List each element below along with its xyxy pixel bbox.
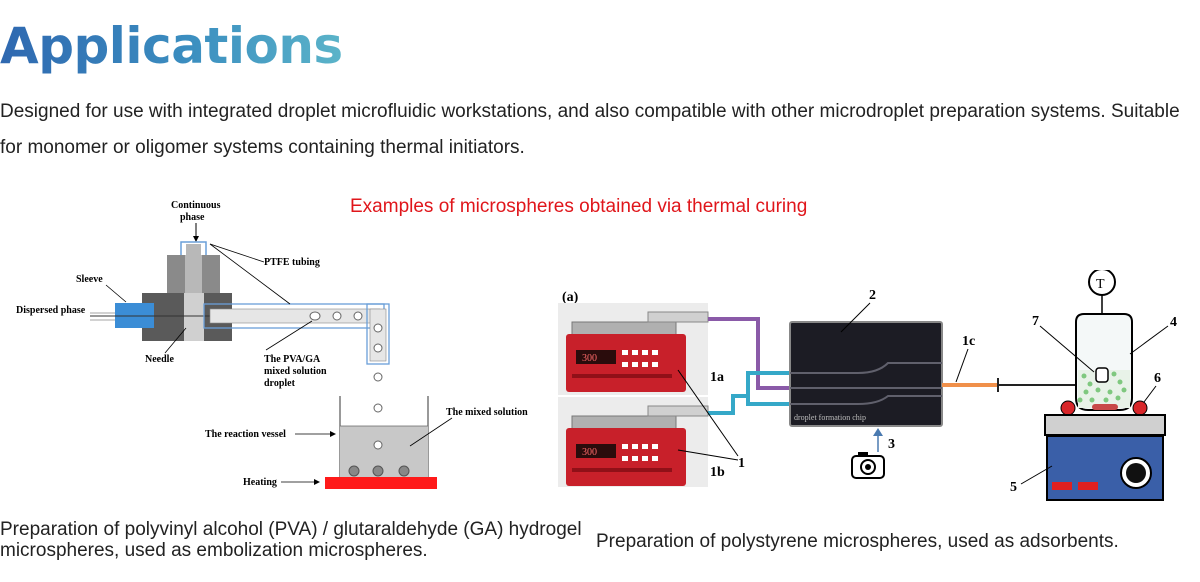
label-continuous: Continuous (171, 200, 221, 211)
label-droplet-2: mixed solution (264, 366, 327, 377)
label-dispersed-phase: Dispersed phase (16, 305, 86, 316)
label-reaction-vessel: The reaction vessel (205, 429, 286, 440)
microspheres (1077, 371, 1127, 403)
label-needle: Needle (145, 354, 174, 365)
droplet (373, 403, 383, 413)
label-6: 6 (1154, 371, 1161, 386)
droplet (309, 311, 321, 321)
label-1b: 1b (710, 465, 725, 480)
pump-display: 300 (582, 447, 597, 458)
droplet (373, 440, 383, 450)
label-5: 5 (1010, 480, 1017, 495)
microsphere (398, 465, 410, 477)
page-title: Applications (0, 12, 343, 80)
tubing-teal-2 (746, 396, 790, 406)
tubing-purple (708, 317, 790, 390)
label-mixed-solution: The mixed solution (446, 407, 528, 418)
chip-label: droplet formation chip (794, 413, 866, 422)
examples-heading: Examples of microspheres obtained via th… (350, 196, 808, 217)
thermocouple (1095, 367, 1109, 383)
label-1c: 1c (962, 334, 975, 349)
microsphere (348, 465, 360, 477)
hotplate-top (1044, 414, 1166, 436)
camera-icon (851, 452, 885, 479)
clamp-right (1132, 400, 1148, 416)
intro-paragraph: Designed for use with integrated droplet… (0, 101, 1180, 158)
microsphere (372, 465, 384, 477)
droplet (332, 311, 342, 321)
label-phase: phase (180, 212, 205, 223)
label-droplet-1: The PVA/GA (264, 354, 321, 365)
syringe-pump-bottom: 300 (566, 405, 709, 486)
label-droplet-3: droplet (264, 378, 296, 389)
caption-right: Preparation of polystyrene microspheres,… (596, 531, 1119, 552)
droplet (373, 343, 383, 353)
droplet (373, 372, 383, 382)
label-2: 2 (869, 288, 876, 303)
label-7: 7 (1032, 314, 1039, 329)
droplet (353, 311, 363, 321)
thermometer-label: T (1096, 277, 1105, 292)
label-heating: Heating (243, 477, 277, 488)
droplet (373, 323, 383, 333)
panel-label: (a) (562, 290, 579, 305)
caption-left: Preparation of polyvinyl alcohol (PVA) /… (0, 519, 582, 561)
label-ptfe: PTFE tubing (264, 257, 320, 268)
label-sleeve: Sleeve (76, 274, 103, 285)
heating-plate (325, 477, 437, 489)
pva-ga-schematic: Continuous phase PTFE tubing Sleeve Disp… (16, 200, 528, 489)
tubing-teal-1 (708, 371, 790, 415)
arrowhead-continuous (193, 236, 199, 242)
hotplate-indicator (1078, 482, 1098, 490)
pump-display: 300 (582, 353, 597, 364)
syringe-pump-top: 300 (566, 311, 709, 392)
stir-bar (1092, 404, 1118, 410)
label-1a: 1a (710, 370, 724, 385)
label-4: 4 (1170, 315, 1177, 330)
polystyrene-setup: (a) 300 300 droplet formation chip (558, 270, 1177, 501)
label-3: 3 (888, 437, 895, 452)
clamp-left (1060, 400, 1076, 416)
label-1: 1 (738, 456, 745, 471)
hotplate-indicator (1052, 482, 1072, 490)
